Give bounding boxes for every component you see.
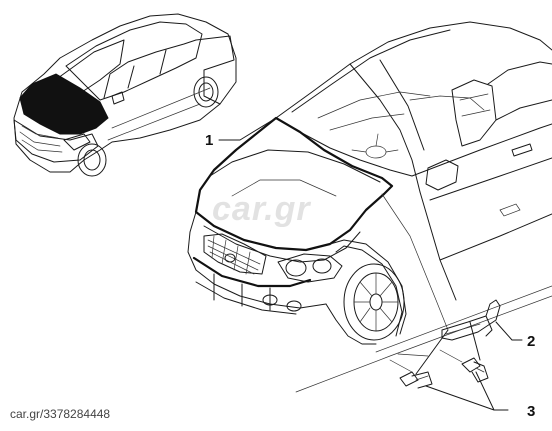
callout-2: 2 <box>527 333 535 350</box>
callout-3: 3 <box>527 403 535 420</box>
callout-leaders <box>218 117 523 411</box>
callout-1-leader <box>218 117 277 141</box>
front-wheel <box>325 239 407 345</box>
watermark-logo: car.gr <box>212 190 311 228</box>
callout-2-leader <box>495 321 523 341</box>
inset-vehicle <box>13 13 237 177</box>
front-fascia <box>187 211 361 315</box>
callout-3-leader <box>425 371 509 411</box>
hood-part-1 <box>194 116 394 252</box>
inset-hood-highlight <box>19 73 109 135</box>
bolt-part-3a <box>399 371 433 389</box>
callout-1: 1 <box>205 132 213 149</box>
detail-area <box>295 193 552 393</box>
bolt-part-3b <box>461 357 489 383</box>
hinge-part-2 <box>441 299 501 341</box>
main-vehicle <box>275 21 552 301</box>
hinge-to-bolts-leader <box>415 321 481 375</box>
watermark-phone: car.gr/3378284448 <box>10 407 111 421</box>
